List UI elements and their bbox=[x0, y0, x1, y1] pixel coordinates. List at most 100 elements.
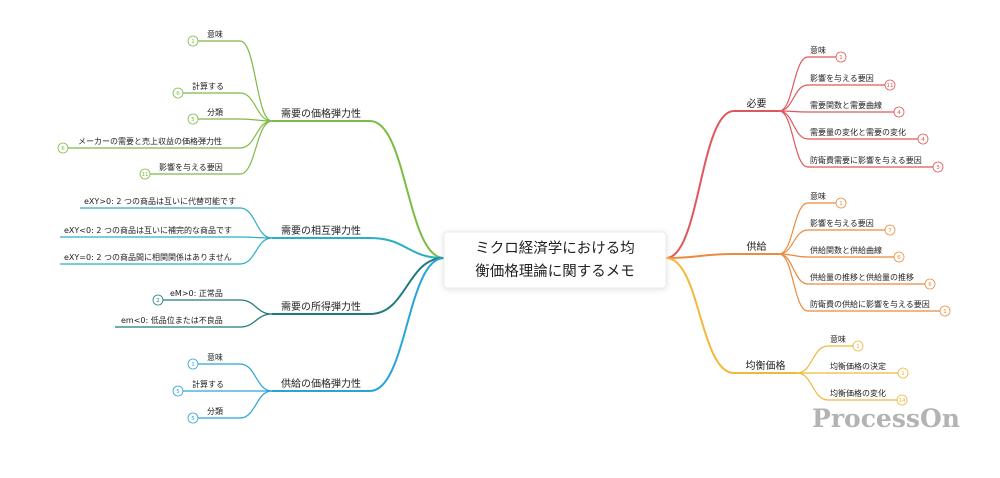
leaf-topic: 分類 bbox=[207, 406, 223, 416]
badge-circle bbox=[187, 412, 199, 424]
topic-count-badge[interactable]: 6 bbox=[57, 142, 69, 154]
branch-label-income_elasticity: 需要の所得弾力性 bbox=[281, 300, 361, 313]
topic-count-badge[interactable]: 14 bbox=[896, 394, 908, 406]
leaf-connector bbox=[239, 207, 273, 239]
leaf-topic: 意味 bbox=[207, 352, 223, 362]
topic-count-badge[interactable]: 5 bbox=[187, 113, 199, 125]
leaf-topic: eM>0: 正常品 bbox=[170, 289, 223, 298]
leaf-topic: 需要関数と需要曲線 bbox=[810, 100, 882, 110]
badge-circle bbox=[893, 106, 905, 118]
branch-label-price_elasticity: 需要の価格弾力性 bbox=[281, 107, 361, 120]
badge-circle bbox=[172, 385, 184, 397]
badge-count: 1 bbox=[943, 309, 947, 315]
badge-circle bbox=[924, 278, 936, 290]
leaf-topic: 影響を与える要因 bbox=[159, 162, 223, 172]
leaf-connector bbox=[239, 120, 273, 175]
badge-circle bbox=[139, 168, 151, 180]
badge-circle bbox=[917, 133, 929, 145]
branch-connector bbox=[369, 120, 445, 259]
topic-count-badge[interactable]: 7 bbox=[884, 224, 896, 236]
leaf-topic: 意味 bbox=[810, 191, 826, 201]
leaf-topic: eXY<0: 2 つの商品は互いに補完的な商品です bbox=[64, 225, 232, 235]
topic-count-badge[interactable]: 1 bbox=[187, 35, 199, 47]
topic-count-badge[interactable]: 6 bbox=[893, 251, 905, 263]
connector-lines bbox=[60, 40, 940, 419]
leaf-topic: 防衛費需要に影響を与える要因 bbox=[810, 155, 922, 165]
badge-count: 1 bbox=[191, 362, 195, 368]
central-topic[interactable]: ミクロ経済学における均 衡価格理論に関するメモ bbox=[443, 231, 667, 289]
topic-count-badge[interactable]: 5 bbox=[172, 385, 184, 397]
badge-circle bbox=[835, 197, 847, 209]
leaf-connector bbox=[239, 390, 273, 419]
topic-count-badge[interactable]: 1 bbox=[939, 305, 951, 317]
branch-label-supply: 供給 bbox=[747, 240, 767, 253]
leaf-topic: 供給関数と供給曲線 bbox=[810, 245, 882, 255]
topic-count-badge[interactable]: 3 bbox=[932, 161, 944, 173]
leaf-topic: 意味 bbox=[207, 29, 223, 39]
leaf-topic: 意味 bbox=[830, 334, 846, 344]
branch-label-equilibrium: 均衡価格 bbox=[746, 359, 786, 372]
badge-circle bbox=[835, 51, 847, 63]
leaf-connector bbox=[778, 84, 809, 112]
leaf-connector bbox=[796, 345, 829, 374]
leaf-topic: 防衛費の供給に影響を与える要因 bbox=[810, 299, 930, 309]
topic-count-badge[interactable]: 6 bbox=[924, 278, 936, 290]
badge-count: 6 bbox=[61, 146, 65, 152]
badge-circle bbox=[172, 87, 184, 99]
branch-connector bbox=[665, 110, 735, 259]
leaf-topic: 影響を与える要因 bbox=[810, 218, 874, 228]
leaf-topic: 均衡価格の決定 bbox=[830, 361, 886, 371]
badge-count: 5 bbox=[191, 117, 195, 123]
topic-count-badge[interactable]: 11 bbox=[884, 79, 896, 91]
leaf-connector bbox=[796, 372, 829, 401]
leaf-topic: 計算する bbox=[192, 379, 224, 389]
badge-circle bbox=[884, 79, 896, 91]
badge-count: 7 bbox=[888, 228, 892, 234]
topic-count-badge[interactable]: 1 bbox=[852, 340, 864, 352]
leaf-connector bbox=[239, 92, 273, 122]
badge-circle bbox=[897, 367, 909, 379]
topic-count-badge[interactable]: 1 bbox=[835, 197, 847, 209]
leaf-topic: 計算する bbox=[192, 81, 224, 91]
topic-count-badge[interactable]: 4 bbox=[917, 133, 929, 145]
badge-circle bbox=[187, 358, 199, 370]
leaf-connector bbox=[778, 202, 809, 255]
branch-connector bbox=[369, 257, 445, 315]
badge-circle bbox=[932, 161, 944, 173]
badge-count: 11 bbox=[887, 83, 894, 89]
topic-count-badge[interactable]: 4 bbox=[893, 106, 905, 118]
badge-circle bbox=[884, 224, 896, 236]
badge-circle bbox=[893, 251, 905, 263]
badge-count: 11 bbox=[142, 172, 149, 178]
mindmap-nodes: 必要意味1影響を与える要因11需要関数と需要曲線4需要量の変化と需要の変化4防衛… bbox=[57, 29, 951, 424]
badge-count: 1 bbox=[839, 55, 843, 61]
badge-count: 5 bbox=[191, 416, 195, 422]
leaf-topic: 需要量の変化と需要の変化 bbox=[810, 127, 906, 137]
leaf-connector bbox=[778, 253, 809, 285]
central-topic-line1: ミクロ経済学における均 bbox=[475, 240, 635, 257]
leaf-connector bbox=[778, 253, 809, 312]
central-topic-line2: 衡価格理論に関するメモ bbox=[475, 263, 635, 280]
leaf-topic: eXY>0: 2 つの商品は互いに代替可能です bbox=[84, 196, 236, 206]
topic-count-badge[interactable]: 1 bbox=[835, 51, 847, 63]
leaf-topic: 意味 bbox=[810, 45, 826, 55]
badge-count: 4 bbox=[897, 110, 901, 116]
topic-count-badge[interactable]: 1 bbox=[187, 358, 199, 370]
badge-count: 6 bbox=[928, 282, 932, 288]
leaf-topic: メーカーの需要と売上収益の価格弾力性 bbox=[78, 136, 222, 146]
leaf-topic: 分類 bbox=[207, 107, 223, 117]
topic-count-badge[interactable]: 5 bbox=[187, 412, 199, 424]
badge-circle bbox=[896, 394, 908, 406]
branch-connector bbox=[369, 237, 445, 259]
badge-count: 14 bbox=[899, 398, 906, 404]
topic-count-badge[interactable]: 2 bbox=[152, 294, 164, 306]
topic-count-badge[interactable]: 11 bbox=[139, 168, 151, 180]
leaf-connector bbox=[239, 237, 273, 265]
branch-connector bbox=[369, 257, 445, 392]
badge-circle bbox=[187, 35, 199, 47]
topic-count-badge[interactable]: 6 bbox=[172, 87, 184, 99]
topic-count-badge[interactable]: 1 bbox=[897, 367, 909, 379]
leaf-connector bbox=[239, 40, 273, 122]
badge-count: 3 bbox=[936, 165, 940, 171]
